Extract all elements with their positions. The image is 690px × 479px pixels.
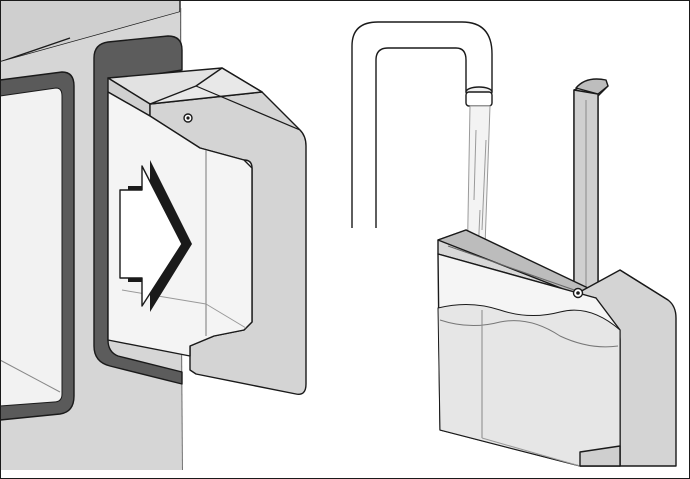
faucet-icon: [351, 21, 493, 228]
arrow-right-icon: [119, 160, 192, 312]
lid-strip-line: [447, 245, 581, 293]
tank-water: [437, 304, 621, 467]
frame-ridge: [195, 85, 301, 131]
inserted-tank-frame-top: [149, 67, 263, 105]
faucet-nozzle: [465, 91, 493, 107]
appliance-edge-line: [0, 37, 71, 63]
tank-bottom-edge: [481, 437, 581, 467]
water-surface-wave: [439, 319, 619, 348]
glass-water-line-2: [205, 303, 247, 329]
tank-bottom-tab: [579, 445, 621, 467]
left-opening-shading: [0, 359, 61, 393]
glass-water-line: [121, 289, 207, 305]
frame-ridge-right: [619, 269, 669, 301]
left-opening-inner: [0, 87, 63, 407]
tank-handle-top: [575, 78, 609, 95]
latch-center: [186, 116, 190, 120]
water-tank: [437, 78, 677, 467]
inserted-tank-frame: [149, 67, 307, 395]
pivot-center: [576, 291, 580, 295]
